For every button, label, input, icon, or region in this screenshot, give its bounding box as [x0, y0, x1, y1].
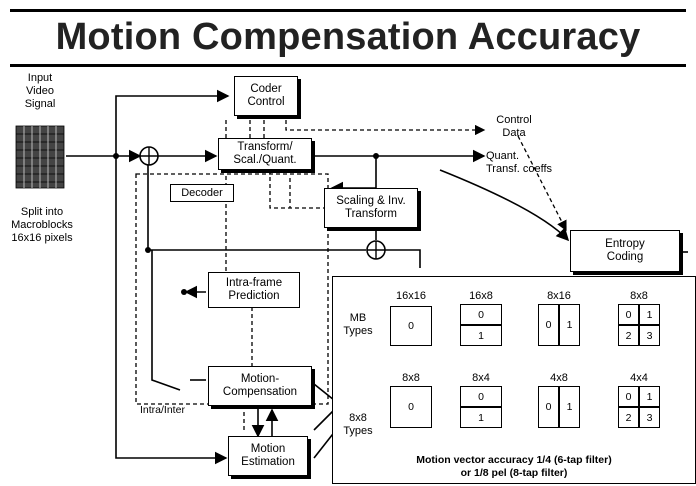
partition-name: 8x16	[547, 290, 571, 302]
partition-name: 4x8	[550, 372, 568, 384]
page-title: Motion Compensation Accuracy	[55, 16, 641, 58]
entropy-coding-block: Entropy Coding	[570, 230, 680, 272]
partition-cell: 0	[538, 386, 559, 428]
scaling-block: Scaling & Inv. Transform	[324, 188, 418, 228]
motion-estimation-block: Motion Estimation	[228, 436, 308, 476]
split-label: Split into Macroblocks 16x16 pixels	[11, 206, 73, 244]
partition-cell: 0	[538, 304, 559, 346]
partition-cell: 2	[618, 325, 639, 346]
title-bottom-rule	[10, 64, 686, 67]
input-signal-label: Input Video Signal	[24, 72, 56, 110]
control-data-label: Control Data	[496, 114, 532, 139]
coder-control-block: Coder Control	[234, 76, 298, 116]
partition-name: 16x8	[469, 290, 493, 302]
partition-cell: 1	[460, 325, 502, 346]
partition-cell: 3	[639, 325, 660, 346]
partition-name: 8x8	[402, 372, 420, 384]
decoder-label: Decoder	[170, 184, 234, 202]
accuracy-caption: Motion vector accuracy 1/4 (6-tap filter…	[416, 454, 612, 479]
transform-block: Transform/ Scal./Quant.	[218, 138, 312, 170]
partition-name: 8x4	[472, 372, 490, 384]
sub-types-label: 8x8 Types	[343, 412, 373, 437]
partition-cell: 0	[618, 386, 639, 407]
mb-types-label: MB Types	[343, 312, 373, 337]
partition-cell: 0	[460, 304, 502, 325]
partition-cell: 0	[390, 386, 432, 428]
intra-prediction-block: Intra-frame Prediction	[208, 272, 300, 308]
partition-cell: 1	[460, 407, 502, 428]
intra-inter-label: Intra/Inter	[140, 404, 185, 416]
partition-cell: 1	[559, 304, 580, 346]
partition-cell: 1	[639, 304, 660, 325]
partition-types-panel	[332, 276, 696, 484]
partition-cell: 0	[618, 304, 639, 325]
partition-name: 4x4	[630, 372, 648, 384]
partition-cell: 2	[618, 407, 639, 428]
partition-cell: 0	[460, 386, 502, 407]
partition-name: 16x16	[396, 290, 426, 302]
partition-cell: 1	[559, 386, 580, 428]
partition-cell: 0	[390, 306, 432, 346]
partition-cell: 3	[639, 407, 660, 428]
quant-coeffs-label: Quant. Transf. coeffs	[486, 150, 553, 175]
motion-compensation-block: Motion- Compensation	[208, 366, 312, 406]
partition-name: 8x8	[630, 290, 648, 302]
title-top-rule	[10, 9, 686, 12]
partition-cell: 1	[639, 386, 660, 407]
